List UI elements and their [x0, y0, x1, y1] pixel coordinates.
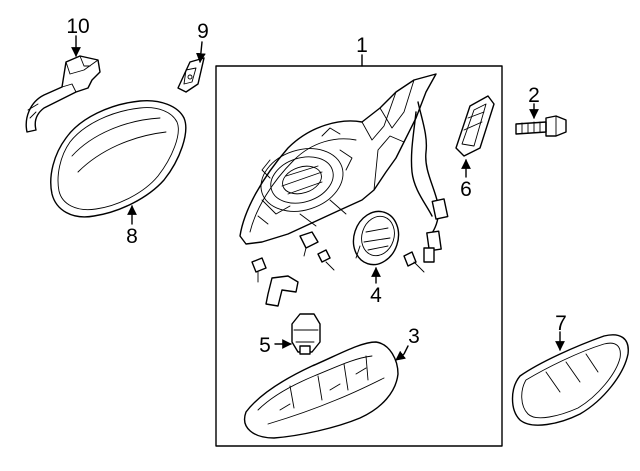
leader-3: [395, 345, 409, 361]
wiring-harness: [410, 101, 449, 263]
callout-4: 4: [370, 284, 382, 307]
callout-9: 9: [197, 20, 209, 43]
callout-10: 10: [66, 15, 89, 38]
part-9-clip: [177, 57, 205, 93]
leader-lines: [71, 35, 565, 361]
part-1-mirror-housing: [239, 73, 437, 245]
callout-6: 6: [460, 178, 472, 201]
leader-9: [196, 41, 206, 63]
part-6-turn-lamp: [455, 95, 495, 157]
part-5-lamp: [291, 313, 321, 355]
housing-fasteners: [251, 231, 425, 307]
part-10-bracket: [25, 55, 101, 133]
callout-1: 1: [356, 34, 368, 57]
callout-3: 3: [408, 325, 420, 348]
part-3-lower-cover: [243, 341, 399, 439]
part-8-mirror-cover: [50, 99, 187, 218]
callout-8: 8: [126, 225, 138, 248]
callout-2: 2: [528, 84, 540, 107]
callout-7: 7: [555, 312, 567, 335]
part-2-bolt: [515, 115, 567, 137]
part-4-actuator: [352, 210, 400, 266]
assembly-frame: [215, 65, 503, 447]
callout-5: 5: [259, 334, 271, 357]
part-7-mirror-glass: [511, 334, 629, 426]
